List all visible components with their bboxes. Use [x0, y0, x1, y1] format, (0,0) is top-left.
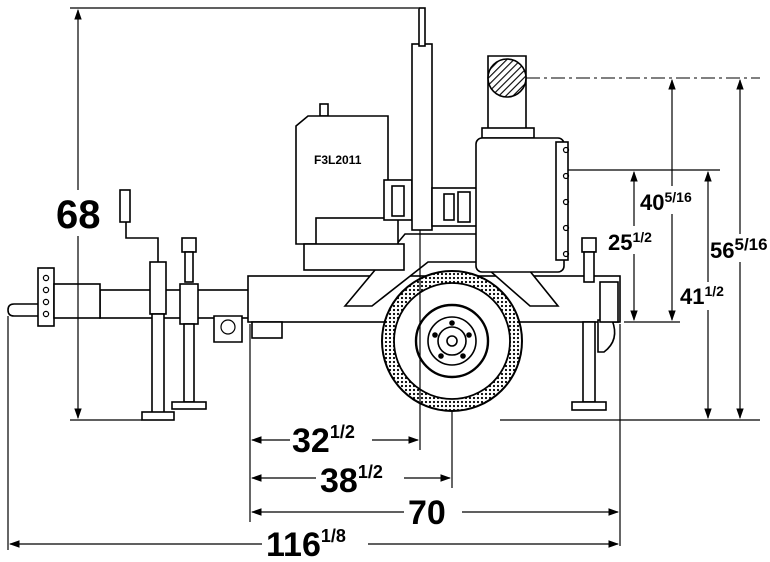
tongue: [99, 289, 251, 319]
hitch-plate: [37, 267, 55, 327]
dim-116-1-8: 1161/8: [266, 526, 346, 562]
frame-bracket: [251, 321, 283, 339]
discharge-outlet: [487, 58, 527, 98]
dim-25-1-2: 251/2: [608, 229, 652, 255]
dim-32-1-2: 321/2: [292, 422, 355, 460]
rear-jack: [571, 237, 607, 411]
exhaust-pipe-tip: [418, 7, 426, 47]
trailer-assembly: F3L2011: [7, 7, 621, 421]
engine-model-label: F3L2011: [314, 153, 362, 167]
dim-70: 70: [408, 494, 446, 532]
tiedown-front: [213, 315, 243, 343]
support-jack: [171, 237, 207, 410]
dim-41-1-2: 411/2: [680, 283, 724, 309]
dim-40-5-16: 405/16: [640, 189, 692, 215]
wheel: [381, 270, 523, 412]
front-jack: [119, 189, 175, 421]
dim-56-5-16: 565/16: [710, 235, 768, 263]
dimension-labels: 68 565/16 411/2 405/16 251/2 321/2 381/2…: [56, 189, 768, 562]
dim-68: 68: [56, 193, 101, 237]
pump-body: [475, 55, 570, 273]
tiedown-rear: [597, 319, 616, 353]
engine: F3L2011: [295, 103, 413, 271]
exhaust-stack: [411, 43, 433, 231]
coupling: [431, 187, 479, 227]
hitch-body: [53, 283, 101, 319]
tongue-collar: [179, 283, 199, 325]
hitch-pin: [7, 303, 40, 317]
dim-38-1-2: 381/2: [320, 462, 383, 500]
dimension-lines: [7, 7, 760, 550]
